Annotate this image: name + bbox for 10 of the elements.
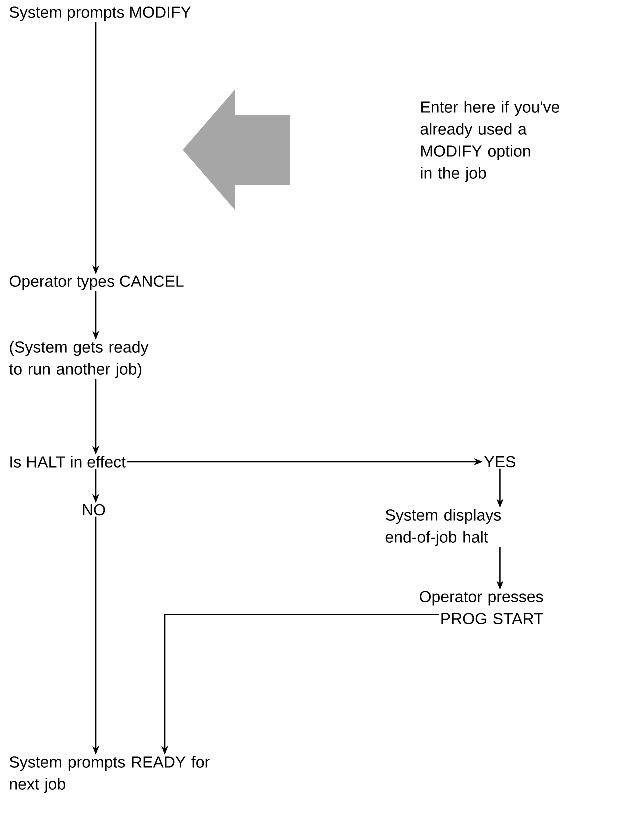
flow-step-text: (System gets ready to run another job) [9, 341, 149, 378]
flow-step-text: System displays end-of-job halt [386, 509, 502, 546]
flow-step-text: Operator types CANCEL [10, 276, 184, 290]
flow-step-text: Operator presses PROG START [420, 591, 544, 625]
decision-answer: YES [484, 456, 516, 468]
decision-text: Is HALT in effect [10, 456, 126, 468]
flow-step-text: System prompts READY for next job [10, 756, 210, 794]
decision-answer: NO [83, 504, 106, 516]
note-text: Enter here if you've already used a MODIFY option in the job [420, 101, 560, 182]
flow-step-text: System prompts MODIFY [10, 6, 192, 22]
